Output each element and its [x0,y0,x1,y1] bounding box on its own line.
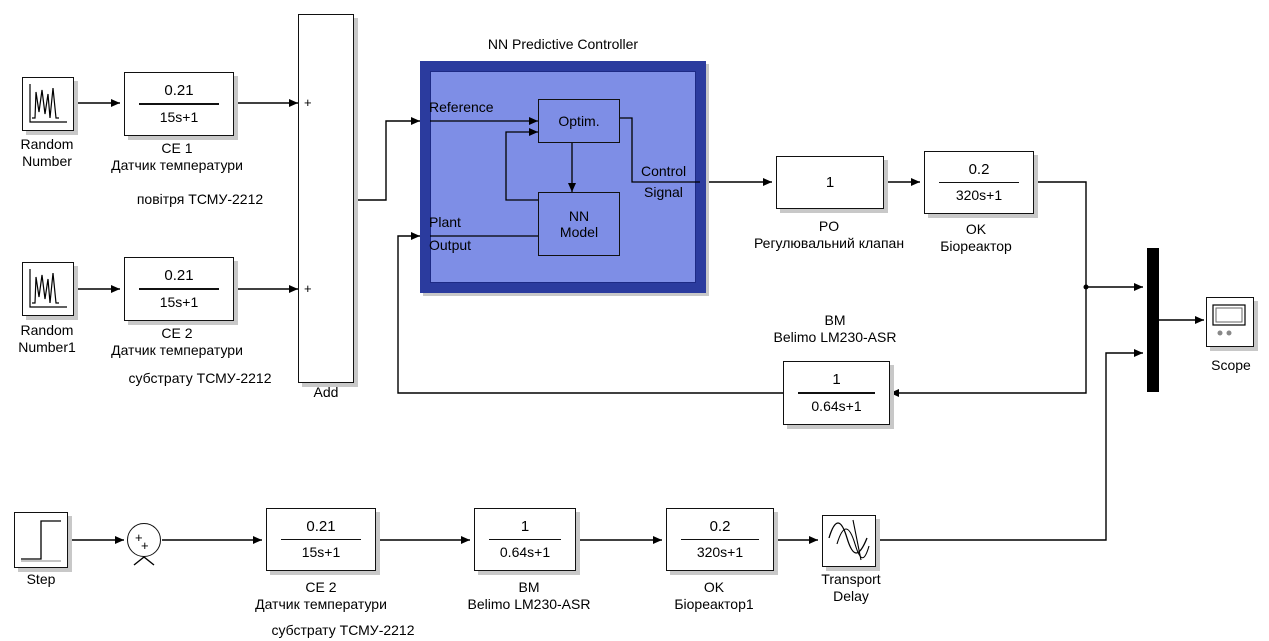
step-block[interactable] [14,512,68,568]
branch-point [1083,284,1089,290]
step-icon [21,520,61,562]
wire-branch-bm [890,287,1087,397]
fraction-bar [139,103,219,105]
ce2-numerator: 0.21 [164,267,194,285]
ce2b-desc2: субстрату ТСМУ-2212 [271,622,415,638]
add-block[interactable] [298,14,354,383]
random-signal-icon [29,84,67,123]
output-port: Output [429,237,472,253]
bm-block[interactable]: 1 0.64s+1 [783,361,890,425]
wire-bm-plant [397,232,783,394]
add-label: Add [313,384,339,400]
add-sign-2: + [304,281,312,296]
po-block[interactable]: 1 [776,156,884,209]
random-signal-icon [29,269,67,308]
ce2-denominator: 15s+1 [159,293,199,310]
ce2b-block[interactable]: 0.21 15s+1 [266,508,376,571]
transport-delay-block[interactable] [822,515,876,567]
scope-icon [1212,304,1246,336]
sum-sign-1: + [135,530,143,545]
ce2-desc2: субстрату ТСМУ-2212 [128,370,272,386]
ce2-block[interactable]: 0.21 15s+1 [124,257,234,321]
transport-delay-icon [828,519,870,561]
wire-delay-mux [876,349,1143,541]
scope-label: Scope [1211,357,1251,373]
sum-block[interactable] [127,523,161,557]
reference-port: Reference [429,99,494,115]
ok-block[interactable]: 0.2 320s+1 [924,151,1034,214]
sum-sign-2: + [141,538,149,553]
fraction-bar [139,288,219,290]
wire-ok-mux [1034,181,1143,291]
scope-block[interactable] [1206,297,1254,347]
okb-block[interactable]: 0.2 320s+1 [666,508,774,571]
ce1-desc2: повітря ТСМУ-2212 [136,191,264,207]
bmb-block[interactable]: 1 0.64s+1 [474,508,576,571]
ce1-numerator: 0.21 [164,82,194,100]
control-port: Control [641,163,687,179]
add-sign-1: + [304,95,312,110]
random-number1-block[interactable] [22,262,74,316]
mux-block[interactable] [1147,248,1159,392]
ce1-denominator: 15s+1 [159,108,199,125]
plant-port: Plant [429,214,461,230]
optim-block: Optim. [538,99,620,143]
random-number-block[interactable] [22,77,74,131]
wire-add-reference [354,117,420,201]
signal-port: Signal [644,184,683,200]
controller-title: NN Predictive Controller [487,36,639,52]
step-label: Step [26,571,56,587]
ce1-block[interactable]: 0.21 15s+1 [124,72,234,136]
